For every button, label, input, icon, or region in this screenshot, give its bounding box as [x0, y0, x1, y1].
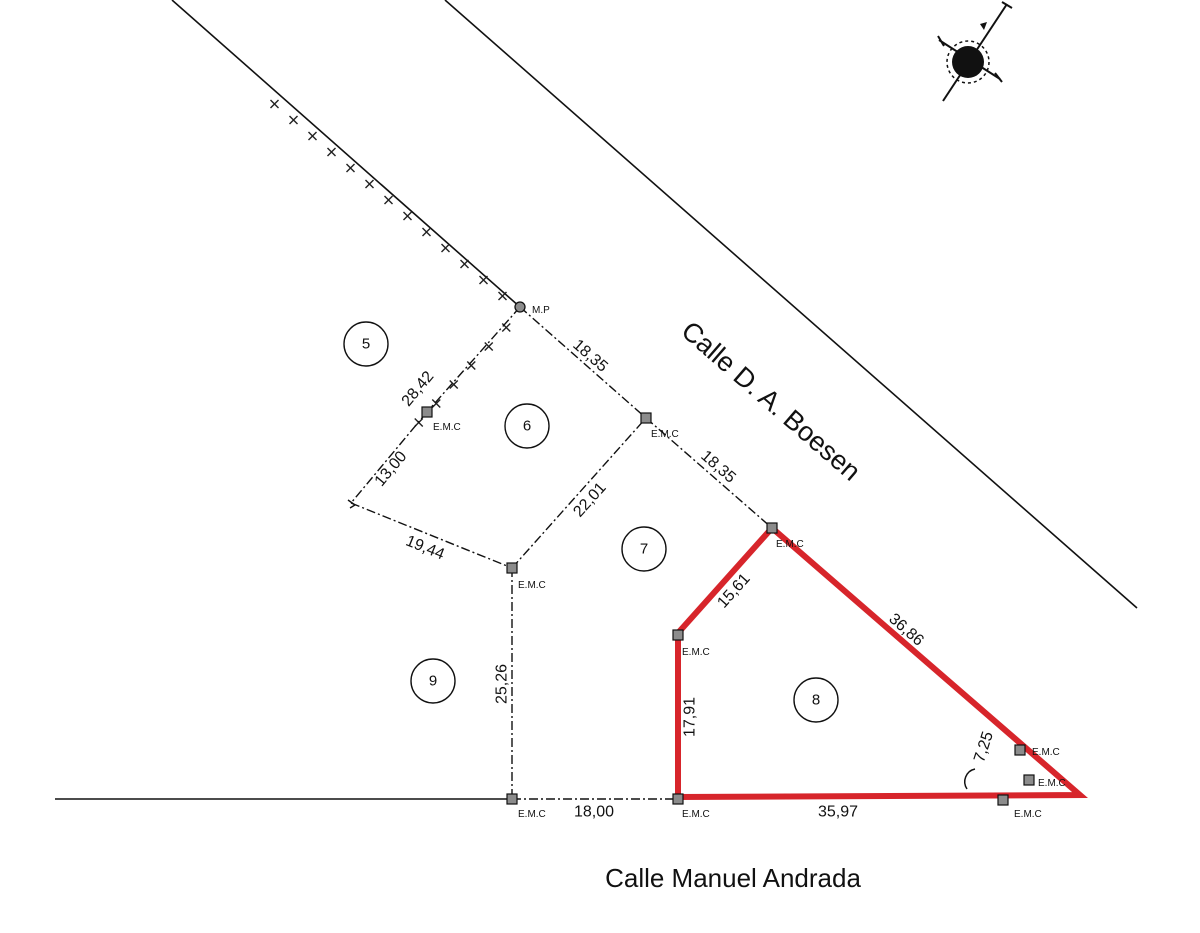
fence-cross: [466, 361, 476, 370]
emc-marker: [640, 412, 652, 424]
emc-marker: [506, 562, 518, 574]
boundary-mp-emc1: [519, 306, 647, 419]
vertex-mark: [347, 499, 357, 509]
survey-markers: [421, 301, 1035, 806]
fence-cross: [449, 380, 459, 389]
lot-7-label: 7: [640, 541, 648, 558]
dimension-labels: 28,42 18,35 13,00 18,35 22,01 19,44 15,6…: [372, 336, 997, 820]
emc-marker: [766, 522, 778, 534]
fence-cross: [422, 227, 431, 237]
fence-cross: [441, 243, 450, 253]
marker-label-emc: E.M.C: [682, 647, 710, 658]
dim-17-91: 17,91: [682, 697, 699, 737]
emc-marker: [997, 794, 1009, 806]
lot-8-label: 8: [812, 692, 820, 709]
lot-8-highlight: [675, 523, 1088, 801]
fence-cross: [501, 323, 511, 332]
fence-cross: [270, 99, 279, 109]
fence-cross: [365, 179, 374, 189]
dim-18-35-b: 18,35: [697, 447, 738, 486]
fence-cross: [460, 259, 469, 269]
marker-label-emc: E.M.C: [518, 809, 546, 820]
fence-cross: [308, 131, 317, 141]
dim-25-26: 25,26: [494, 664, 511, 704]
lot-numbers: 5 6 7 8 9: [343, 321, 839, 723]
lot-9: 9: [410, 658, 456, 704]
boundary-emc5-vertex: [350, 411, 428, 504]
marker-label-emc: E.M.C: [1014, 809, 1042, 820]
lot-7: 7: [621, 526, 667, 572]
emc-marker: [672, 629, 684, 641]
fence-cross: [289, 115, 298, 125]
boundary-vertex-emc6: [350, 502, 513, 569]
marker-label-emc: E.M.C: [1038, 778, 1066, 789]
emc-marker: [672, 793, 684, 805]
fence-cross: [346, 163, 355, 173]
lot-6: 6: [504, 403, 550, 449]
marker-label-emc: E.M.C: [433, 422, 461, 433]
lot-5: 5: [343, 321, 389, 367]
emc-marker: [1023, 774, 1035, 786]
dim-22-01: 22,01: [570, 479, 609, 520]
dim-18-00: 18,00: [574, 804, 614, 821]
dim-7-25: 7,25: [971, 729, 997, 764]
dim-19-44: 19,44: [403, 533, 447, 564]
fence-cross: [479, 275, 488, 285]
lot-boundaries: [350, 306, 773, 800]
fence-cross: [327, 147, 336, 157]
dim-13-00: 13,00: [372, 448, 411, 490]
dim-15-61: 15,61: [714, 570, 753, 611]
street-name-andrada: Calle Manuel Andrada: [605, 863, 861, 893]
marker-label-mp: M.P: [532, 305, 550, 316]
emc-marker: [421, 406, 433, 418]
compass-icon: [937, 1, 1013, 102]
fence-cross: [484, 342, 494, 351]
marker-label-emc: E.M.C: [682, 809, 710, 820]
fence-cross: [498, 291, 507, 301]
dim-28-42: 28,42: [399, 368, 438, 410]
mp-marker: [514, 301, 526, 313]
street-line-boesen: [444, 0, 1138, 609]
fence-cross: [431, 399, 441, 408]
fence-cross: [384, 195, 393, 205]
boundary-mp-emc5: [426, 306, 521, 413]
lot-9-label: 9: [429, 673, 437, 690]
dim-35-97: 35,97: [818, 804, 858, 821]
angle-arc: [964, 768, 976, 790]
marker-labels: M.P E.M.C E.M.C E.M.C E.M.C E.M.C E.M.C …: [433, 305, 1066, 820]
lot-8: 8: [793, 677, 839, 723]
marker-label-emc: E.M.C: [776, 539, 804, 550]
emc-marker: [506, 793, 518, 805]
fence-cross: [403, 211, 412, 221]
boundary-line-nw: [171, 0, 521, 308]
emc-marker: [1014, 744, 1026, 756]
boundary-emc1-emc2: [645, 417, 773, 529]
marker-label-emc: E.M.C: [1032, 747, 1060, 758]
lot-6-label: 6: [523, 418, 531, 435]
fence-marks: [270, 99, 511, 427]
marker-label-emc: E.M.C: [518, 580, 546, 591]
lot-5-label: 5: [362, 336, 370, 353]
marker-label-emc: E.M.C: [651, 429, 679, 440]
